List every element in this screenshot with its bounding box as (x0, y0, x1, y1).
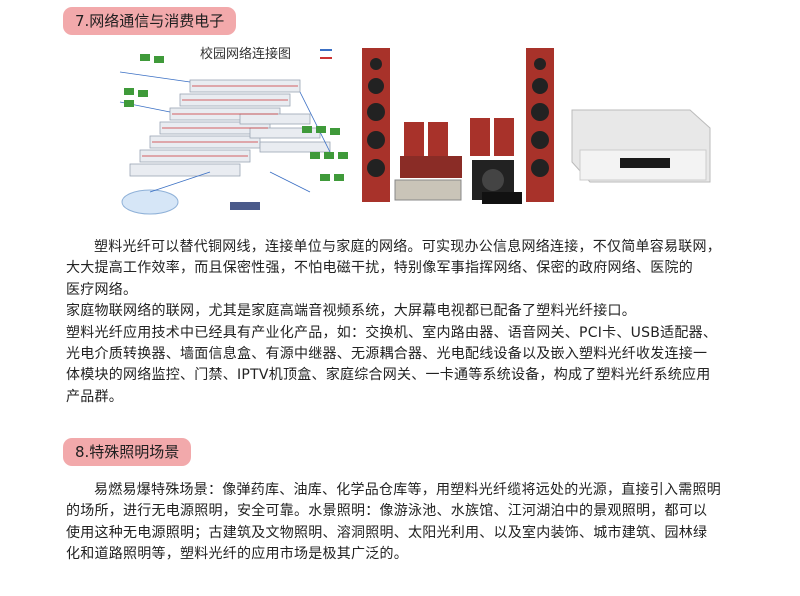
paragraph-line: 光电介质转换器、墙面信息盒、有源中继器、无源耦合器、光电配线设备以及嵌入塑料光纤… (66, 346, 708, 363)
paragraph-line: 化和道路照明等，塑料光纤的应用市场是极其广泛的。 (66, 546, 408, 563)
lighting-paragraph: 易燃易爆特殊场景：像弹药库、油库、化学品仓库等，用塑料光纤缆将远处的光源，直接引… (66, 480, 766, 566)
paragraph-line: 易燃易爆特殊场景：像弹药库、油库、化学品仓库等，用塑料光纤缆将远处的光源，直接引… (94, 482, 721, 498)
section-heading-lighting: 8.特殊照明场景 (63, 438, 192, 466)
figure-row: 校园网络连接图 (110, 42, 730, 222)
paragraph-line: 塑料光纤可以替代铜网线，连接单位与家庭的网络。可实现办公信息网络连接，不仅简单容… (94, 239, 721, 255)
paragraph-line: 医疗网络。 (66, 281, 138, 298)
audio-equipment-image (362, 48, 711, 204)
campus-network-diagram: 校园网络连接图 (119, 46, 348, 215)
paragraph-line: 体模块的网络监控、门禁、IPTV机顶盒、家庭综合网关、一卡通等系统设备，构成了塑… (66, 367, 711, 384)
network-diagram-and-audio-image: 校园网络连接图 (119, 46, 711, 215)
diagram-title: 校园网络连接图 (200, 46, 291, 62)
network-paragraph: 塑料光纤可以替代铜网线，连接单位与家庭的网络。可实现办公信息网络连接，不仅简单容… (66, 237, 766, 408)
paragraph-line: 塑料光纤应用技术中已经具有产业化产品，如：交换机、室内路由器、语音网关、PCI卡… (66, 324, 718, 341)
paragraph-line: 家庭物联网络的联网，尤其是家庭高端音视频系统，大屏幕电视都已配备了塑料光纤接口。 (66, 303, 636, 320)
paragraph-line: 使用这种无电源照明；古建筑及文物照明、溶洞照明、太阳光利用、以及室内装饰、城市建… (66, 524, 708, 541)
paragraph-line: 的场所，进行无电源照明，安全可靠。水景照明：像游泳池、水族馆、江河湖泊中的景观照… (66, 503, 708, 520)
paragraph-line: 产品群。 (66, 388, 123, 405)
paragraph-line: 大大提高工作效率，而且保密性强，不怕电磁干扰，特别像军事指挥网络、保密的政府网络… (66, 260, 693, 277)
section-heading-network: 7.网络通信与消费电子 (63, 7, 237, 35)
